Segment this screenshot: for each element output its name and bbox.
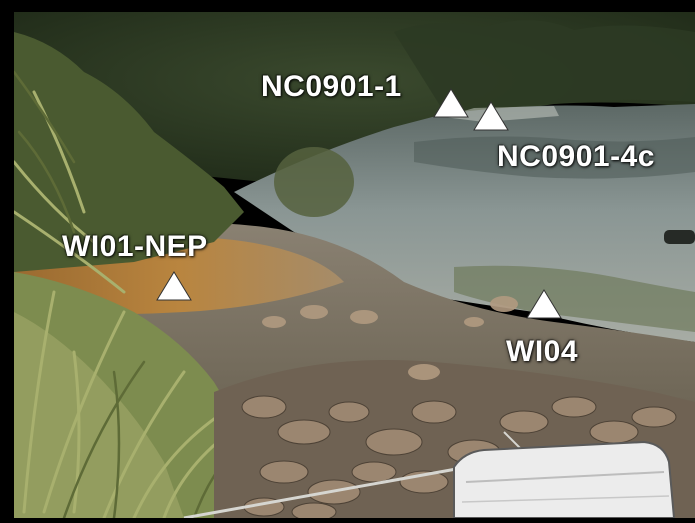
scene-illustration bbox=[14, 12, 695, 518]
site-label-wi04: WI04 bbox=[506, 335, 579, 368]
triangle-icon bbox=[526, 289, 562, 319]
triangle-icon bbox=[156, 271, 192, 301]
site-label-nc0901-4c: NC0901-4c bbox=[497, 140, 655, 173]
triangle-icon bbox=[433, 88, 469, 118]
site-label-nc0901-1: NC0901-1 bbox=[261, 70, 402, 103]
site-label-wi01-nep: WI01-NEP bbox=[62, 230, 208, 263]
triangle-icon bbox=[473, 101, 509, 131]
field-photo: NC0901-1 NC0901-4c WI01-NEP WI04 bbox=[14, 12, 695, 518]
